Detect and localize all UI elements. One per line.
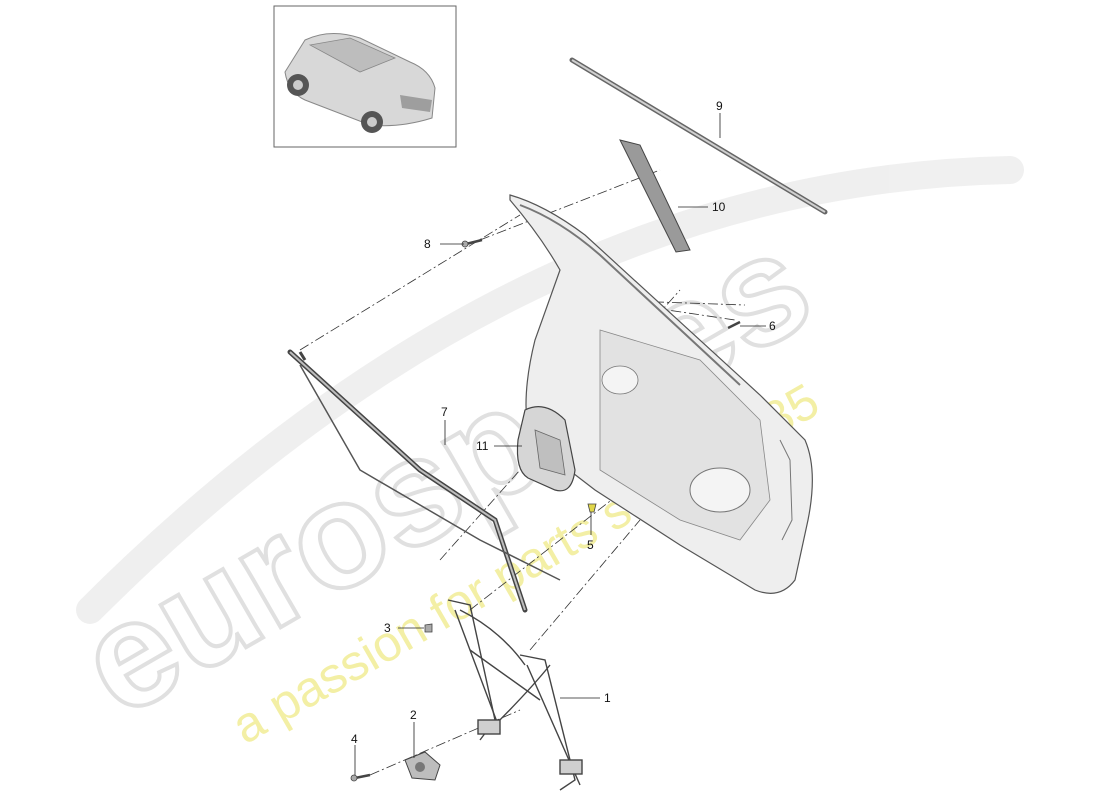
car-suv-icon	[284, 33, 436, 133]
part-6-screw	[727, 320, 741, 330]
part-10-trim-panel	[619, 139, 691, 253]
callout-8[interactable]: 8	[424, 237, 431, 251]
part-11-membrane	[516, 406, 576, 492]
part-3-nut	[424, 623, 433, 633]
callout-7[interactable]: 7	[441, 405, 448, 419]
part-2-motor	[404, 751, 441, 781]
callout-1[interactable]: 1	[604, 691, 611, 705]
callout-6[interactable]: 6	[769, 319, 776, 333]
callout-4[interactable]: 4	[351, 732, 358, 746]
callout-9[interactable]: 9	[716, 99, 723, 113]
callout-11[interactable]: 11	[476, 439, 489, 453]
fasteners	[350, 238, 741, 782]
thumbnail-frame	[273, 5, 457, 148]
part-1-window-regulator	[447, 599, 583, 791]
part-9-roof-seal	[569, 57, 828, 215]
callout-leaders	[354, 113, 766, 775]
callout-2[interactable]: 2	[410, 708, 417, 722]
part-4-bolt	[354, 773, 371, 780]
part-5-clip	[587, 503, 597, 513]
door-shell	[509, 194, 813, 594]
callout-10[interactable]: 10	[712, 200, 726, 214]
callout-3[interactable]: 3	[384, 621, 391, 635]
part-8-screw	[465, 238, 483, 246]
callout-5[interactable]: 5	[587, 538, 594, 552]
callouts: 1 2 3 4 5 6 7 8 9 10 11	[351, 99, 776, 746]
part-7-window-channel	[287, 349, 561, 613]
